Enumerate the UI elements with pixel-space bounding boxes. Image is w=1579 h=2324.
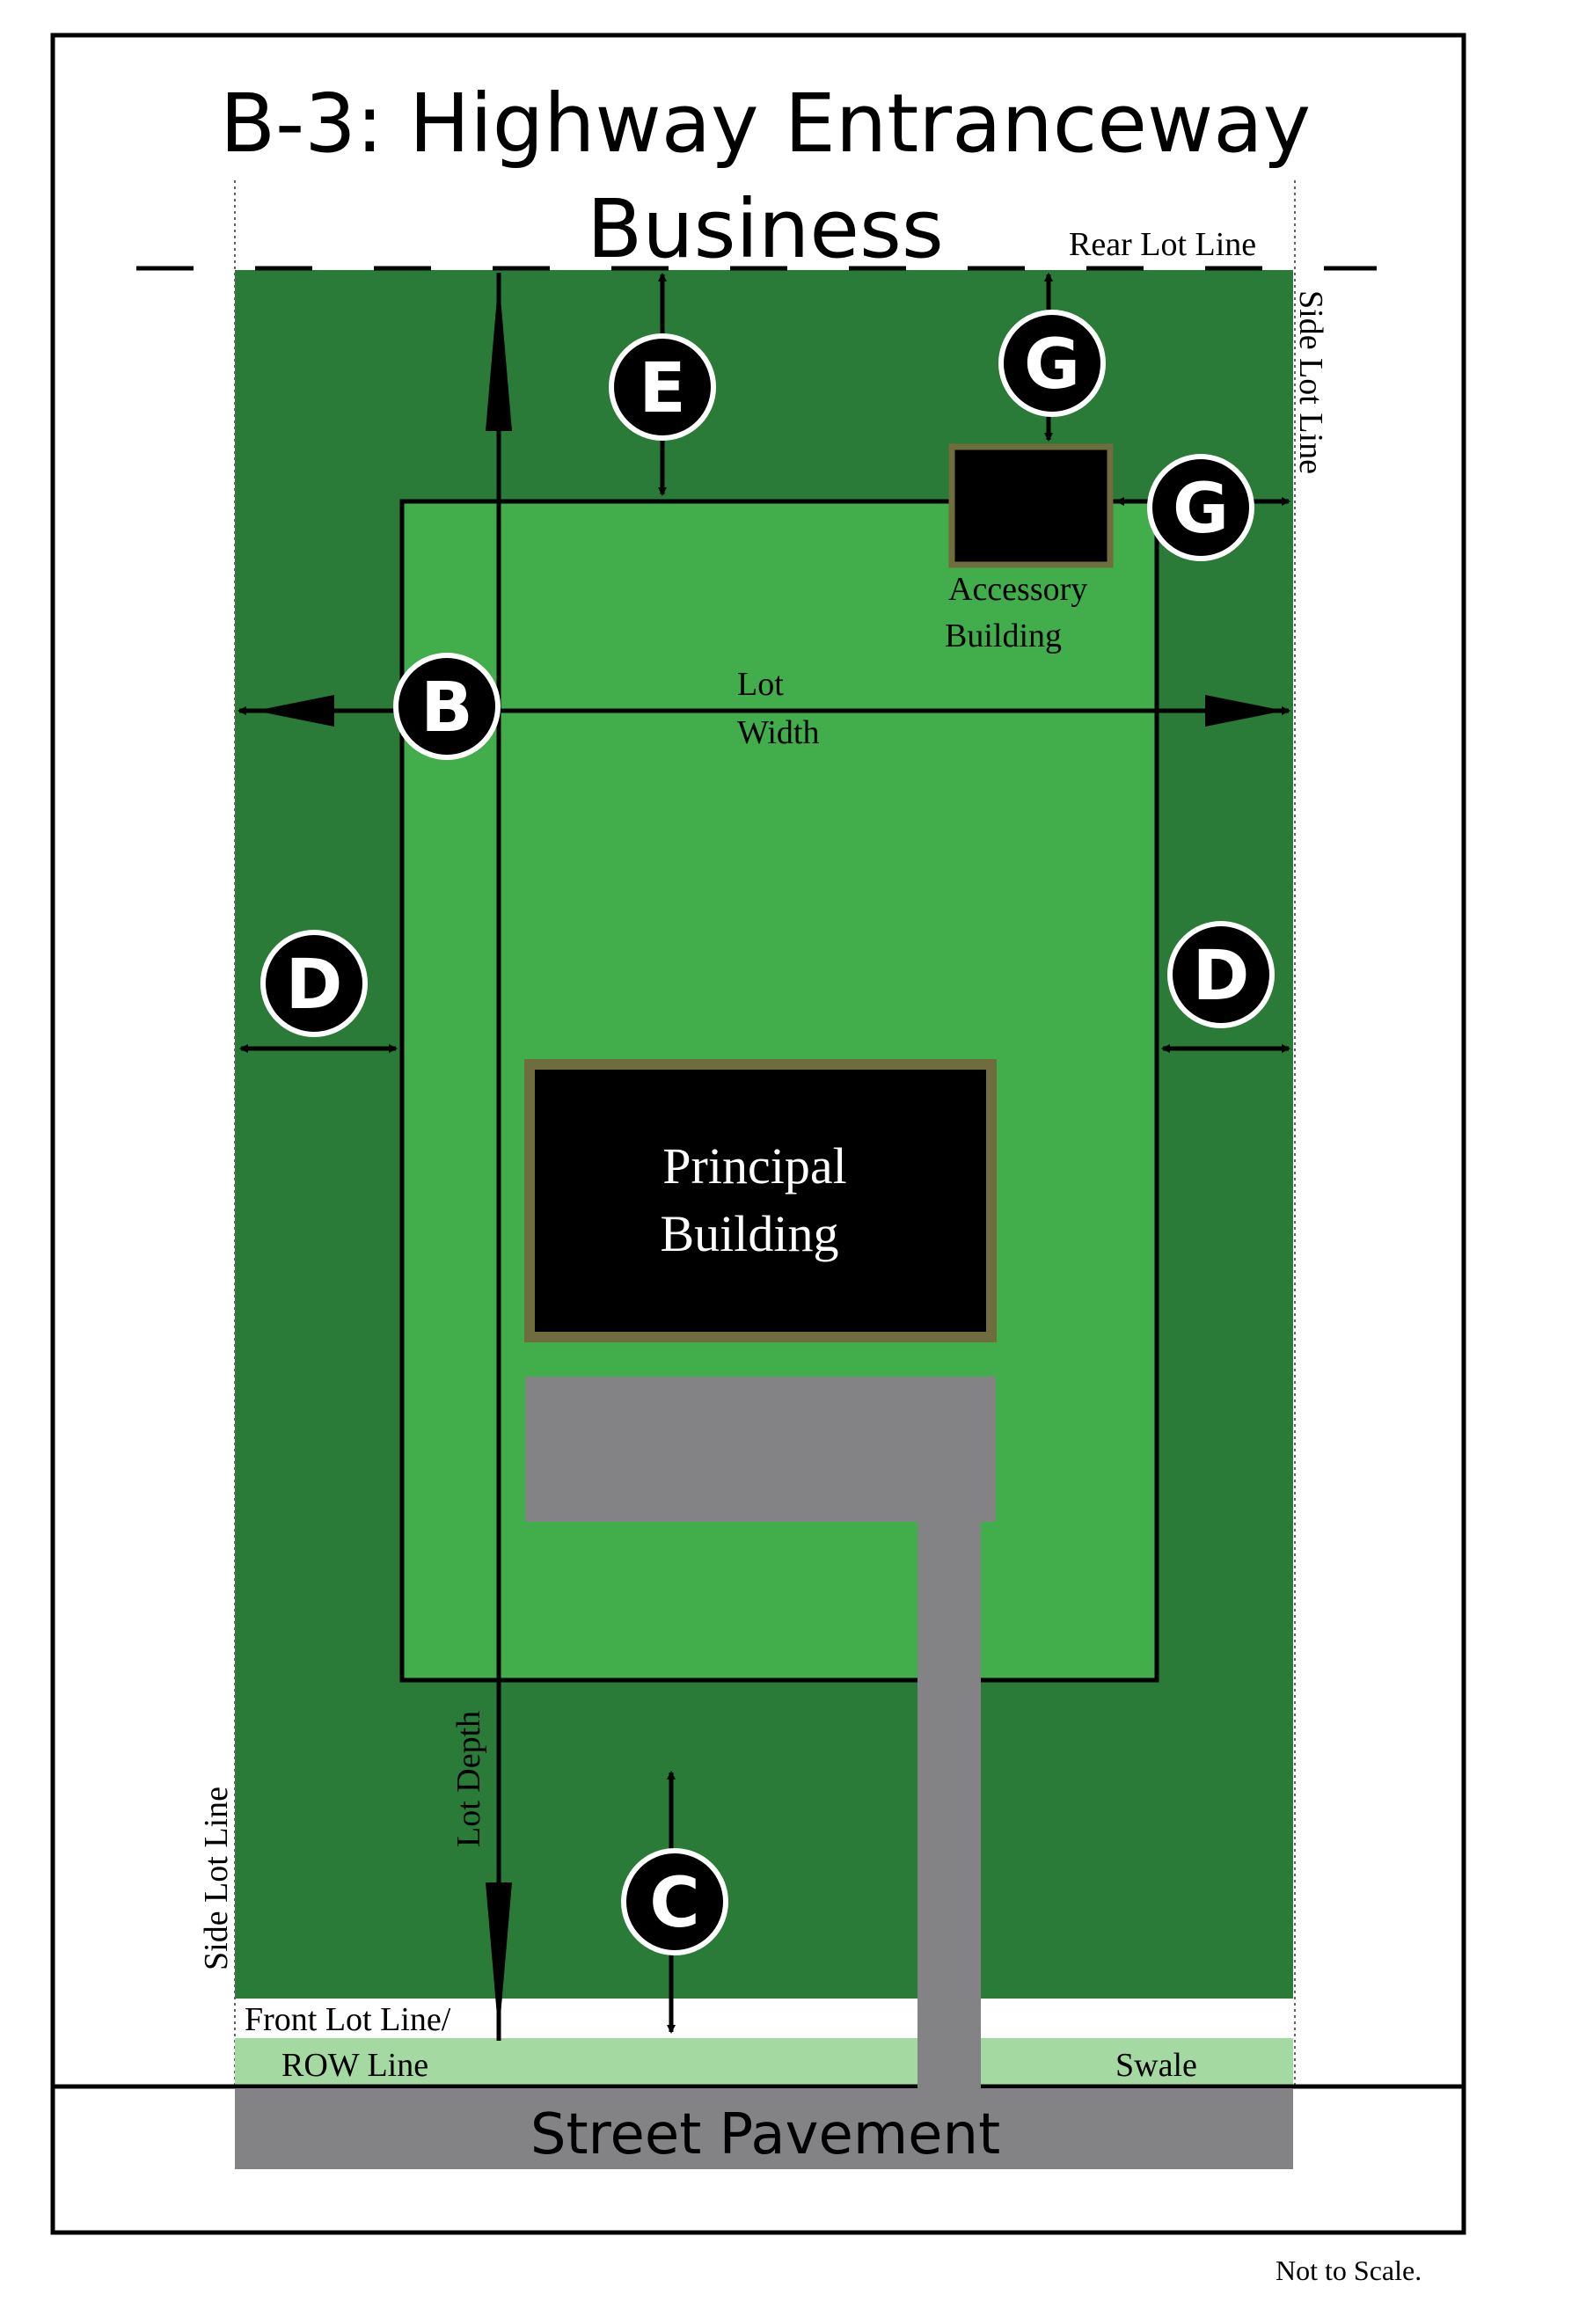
street-pavement [235,2088,1293,2169]
lot-depth-arrowhead-bottom [486,1882,512,2036]
lot-depth-arrowhead-top [486,277,512,431]
badge-g-right-letter: G [1173,470,1229,549]
accessory-label-2: Building [945,618,1062,654]
swale-strip [235,2038,1293,2086]
badge-b-letter: B [420,669,472,748]
street-pavement-label: Street Pavement [530,2102,1000,2167]
title-line-2: Business [587,182,944,276]
parking-area [525,1377,996,1522]
swale-label: Swale [1115,2047,1197,2084]
badge-c-letter: C [649,1864,699,1943]
badge-d-left: D [260,930,368,1037]
badge-d-right: D [1167,921,1275,1028]
lot-width-arrowhead-left [255,695,334,727]
lot-width-label-2: Width [737,714,819,751]
driveway [917,1513,981,2088]
front-lot-line-label-1: Front Lot Line/ [245,2001,451,2038]
badge-g-top: G [998,310,1106,417]
lot-width-label-1: Lot [737,666,784,703]
accessory-building [948,443,1114,568]
principal-building [524,1059,997,1342]
badge-d-left-letter: D [286,946,343,1025]
not-to-scale-note: Not to Scale. [1276,2255,1422,2286]
side-lot-line-right-label: Side Lot Line [1292,290,1329,474]
principal-label-2: Building [660,1205,838,1262]
badge-g-top-letter: G [1024,325,1080,405]
badge-b: B [393,653,501,760]
accessory-label-1: Accessory [948,571,1087,608]
badge-e: E [609,333,716,441]
badge-e-letter: E [639,349,685,428]
rear-lot-line-label: Rear Lot Line [1069,226,1256,263]
badge-g-right: G [1147,454,1254,561]
title-line-1: B-3: Highway Entranceway [220,77,1311,171]
badge-c: C [621,1848,728,1955]
badge-d-right-letter: D [1193,937,1250,1016]
front-lot-line-label-2: ROW Line [281,2047,428,2084]
side-lot-line-left-label: Side Lot Line [198,1787,235,1970]
lot-depth-label: Lot Depth [450,1711,487,1847]
lot-width-arrowhead-right [1205,695,1284,727]
principal-label-1: Principal [662,1137,846,1195]
